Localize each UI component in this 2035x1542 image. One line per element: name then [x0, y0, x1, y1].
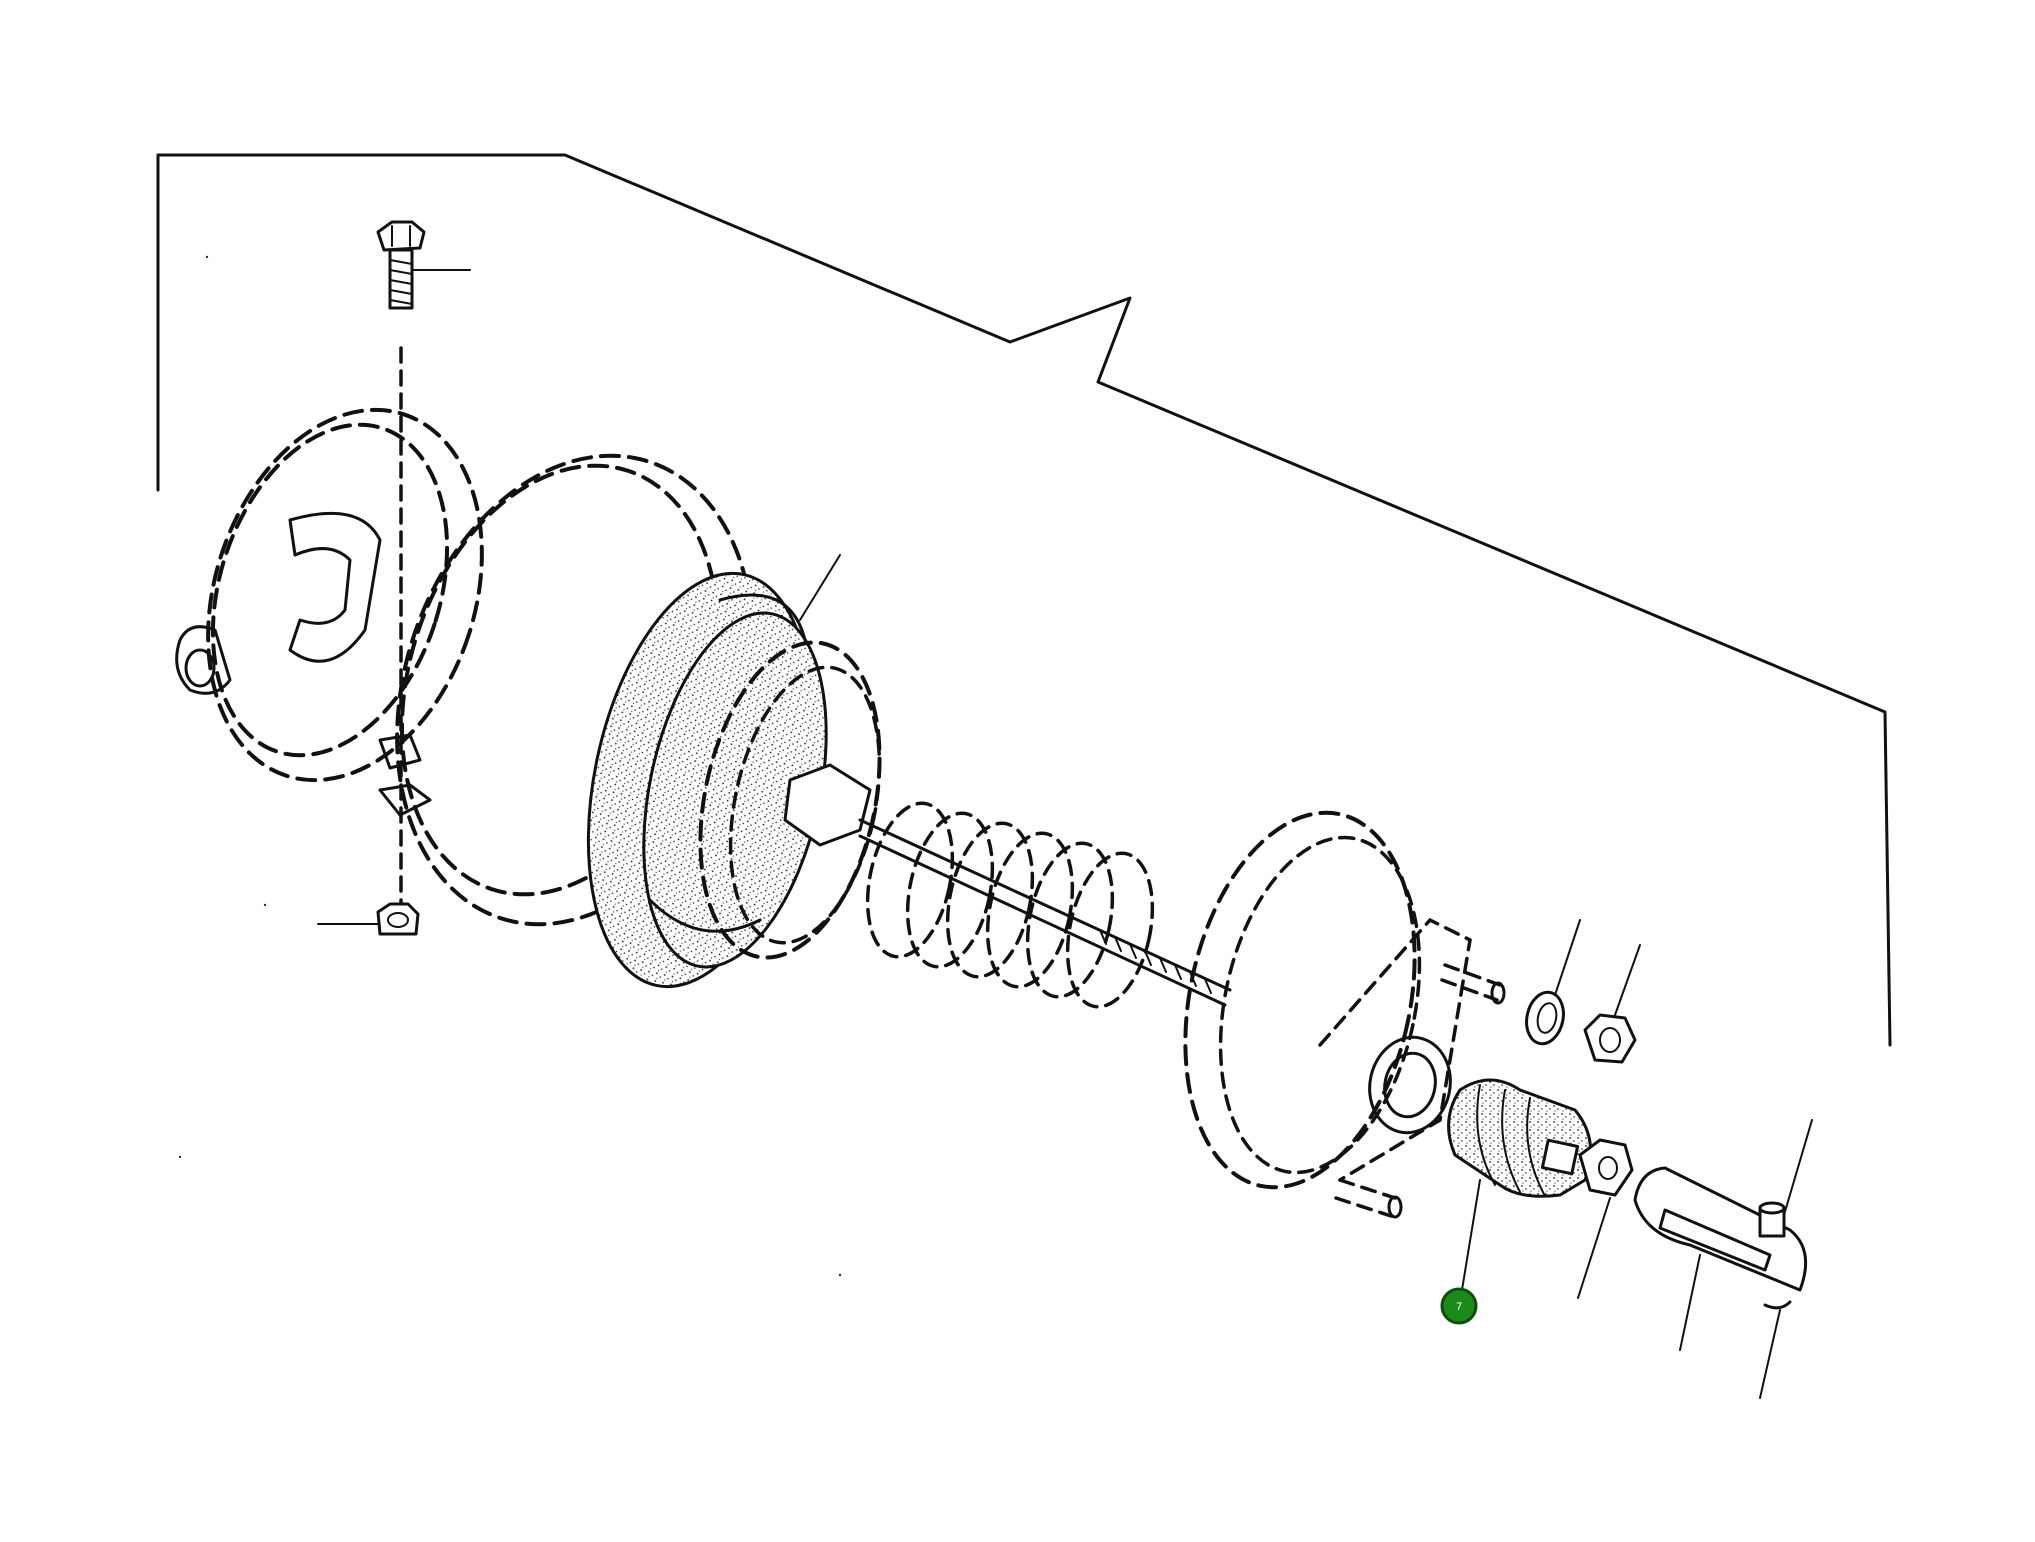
- adjuster-nut-part[interactable]: [1540, 1138, 1634, 1299]
- hex-nut-part[interactable]: [1583, 944, 1641, 1064]
- callout-marker-7[interactable]: 7: [1440, 1287, 1478, 1325]
- lock-washer-part[interactable]: [1522, 919, 1581, 1047]
- speck: [205, 255, 209, 259]
- dust-boot-part[interactable]: [1447, 1078, 1593, 1291]
- push-plate-part[interactable]: [674, 626, 907, 974]
- return-spring-part[interactable]: [855, 795, 1166, 1014]
- clevis-pin-part[interactable]: [1758, 1119, 1813, 1399]
- callout-label: 7: [1456, 1301, 1462, 1313]
- clamp-housing-part[interactable]: [163, 374, 811, 971]
- bolt-part[interactable]: [376, 220, 471, 310]
- push-rod-part[interactable]: [858, 818, 1232, 1007]
- speck: [178, 1155, 182, 1159]
- clevis-yoke-part[interactable]: [1633, 1166, 1808, 1351]
- nut-part[interactable]: [317, 902, 420, 936]
- speck: [838, 1273, 842, 1277]
- mounting-stud-upper[interactable]: [1440, 963, 1506, 1005]
- chamber-body-part[interactable]: [1153, 791, 1472, 1208]
- speck: [263, 903, 267, 907]
- section-boundary-line: [156, 153, 1892, 1047]
- mounting-stud-lower[interactable]: [1334, 1178, 1403, 1219]
